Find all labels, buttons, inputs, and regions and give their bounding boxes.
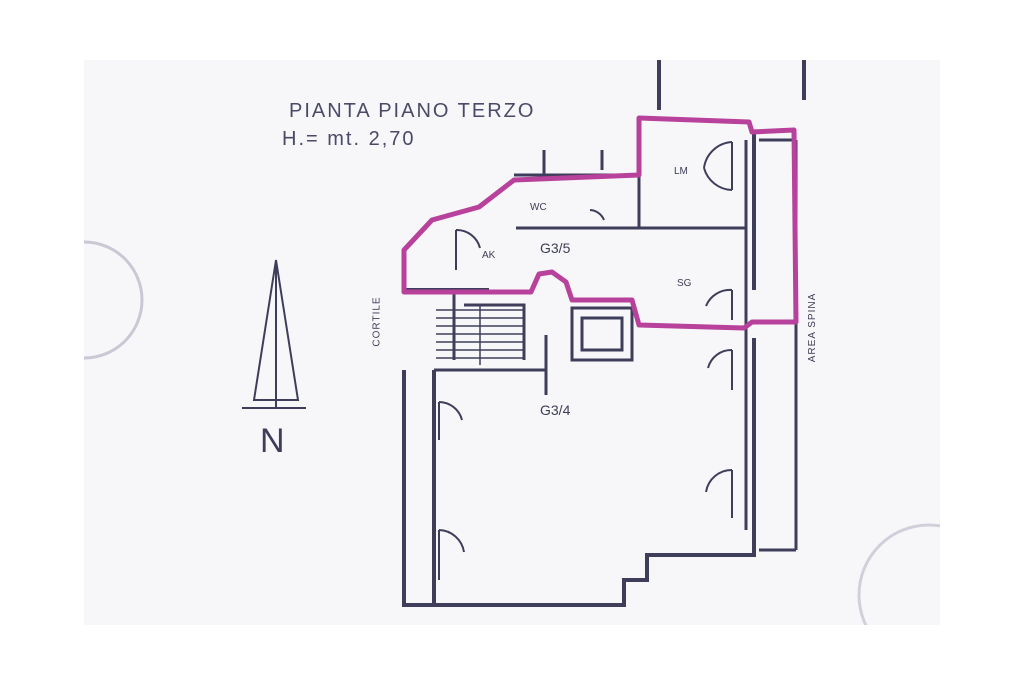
area-side-label: AREA SPINA xyxy=(807,292,819,363)
floor-plan-drawing xyxy=(84,60,940,625)
north-label: N xyxy=(260,422,285,460)
room-label-lm: LM xyxy=(674,166,688,177)
courtyard-label: CORTILE xyxy=(371,296,383,347)
unit-label-lower: G3/4 xyxy=(540,402,571,418)
stamp-left xyxy=(84,240,144,360)
interior-walls xyxy=(434,138,798,552)
unit-boundary-highlight xyxy=(401,115,799,331)
plan-height: H.= mt. 2,70 xyxy=(282,128,416,150)
room-label-wc: WC xyxy=(530,202,547,213)
room-label-sg: SG xyxy=(677,278,692,289)
plan-title: PIANTA PIANO TERZO xyxy=(289,100,536,122)
unit-label-upper: G3/5 xyxy=(540,240,571,256)
walls xyxy=(402,60,806,607)
room-label-ak: AK xyxy=(482,250,496,261)
floor-plan-sheet: PIANTA PIANO TERZO H.= mt. 2,70 LM WC AK… xyxy=(84,60,940,625)
north-arrow xyxy=(242,259,306,409)
doors xyxy=(438,141,733,580)
stamp-right xyxy=(857,523,940,625)
staircase xyxy=(436,305,524,365)
